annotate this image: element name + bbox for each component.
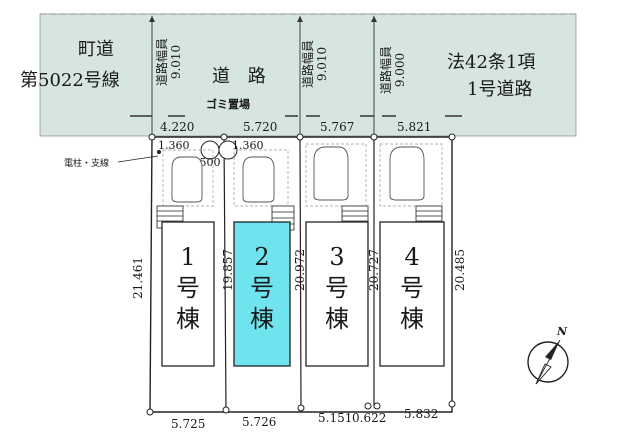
compass-icon: N <box>527 325 569 385</box>
frontage-lot3: 5.767 <box>320 120 354 134</box>
garbage-area-label: ゴミ置場 <box>206 97 250 111</box>
building-label-3: 3 号 棟 <box>325 243 349 333</box>
road-name-left-2: 第5022号線 <box>20 70 120 91</box>
rear-lot2: 5.726 <box>242 415 276 429</box>
depth-lot4: 20.727 <box>367 249 381 291</box>
svg-text:棟: 棟 <box>325 305 349 333</box>
road-name-right-2: 1号道路 <box>467 79 532 100</box>
road-name-right-1: 法42条1項 <box>447 52 535 73</box>
svg-text:道路幅員: 道路幅員 <box>154 38 169 86</box>
frontage-lot1: 4.220 <box>160 120 194 134</box>
road-width-1: 道路幅員 9.010 <box>154 38 183 86</box>
svg-text:9.000: 9.000 <box>393 53 407 87</box>
parking-lot1 <box>162 149 214 207</box>
boundary-markers <box>146 133 456 416</box>
svg-text:道路幅員: 道路幅員 <box>300 40 315 88</box>
depth-lot2: 19.857 <box>221 249 235 291</box>
road-width-2: 道路幅員 9.010 <box>300 40 329 88</box>
frontage-lot2: 5.720 <box>243 120 277 134</box>
building-lot3 <box>305 221 369 367</box>
car-icon <box>313 146 349 201</box>
svg-text:号: 号 <box>325 274 349 302</box>
svg-text:棟: 棟 <box>176 305 200 333</box>
svg-text:棟: 棟 <box>250 305 274 333</box>
svg-text:2: 2 <box>254 243 269 271</box>
parking-lot4 <box>379 143 443 207</box>
svg-text:9.010: 9.010 <box>169 45 183 79</box>
building-lot1 <box>161 221 215 367</box>
rear-lot3b: 0.622 <box>352 411 386 425</box>
utility-pole-leader <box>117 155 159 163</box>
depth-right: 20.485 <box>453 249 467 291</box>
road-name-center: 道 路 <box>212 66 272 87</box>
svg-text:道路幅員: 道路幅員 <box>378 46 393 94</box>
car-icon <box>389 146 425 201</box>
rear-lot1: 5.725 <box>171 417 205 431</box>
frontage-lot4: 5.821 <box>397 120 431 134</box>
road-name-left-1: 町道 <box>78 39 114 60</box>
svg-text:3: 3 <box>329 243 344 271</box>
svg-text:号: 号 <box>250 274 274 302</box>
parking-lot3 <box>305 143 367 207</box>
road-width-3: 道路幅員 9.000 <box>378 46 407 94</box>
svg-text:1: 1 <box>180 243 195 271</box>
compass-north-label: N <box>556 325 568 338</box>
car-icon <box>242 156 275 203</box>
svg-text:棟: 棟 <box>400 305 424 333</box>
svg-text:4: 4 <box>404 243 419 271</box>
sub-dim-right: 1.360 <box>232 139 264 152</box>
building-label-1: 1 号 棟 <box>176 243 200 333</box>
car-icon <box>171 156 203 203</box>
road-width-arrows <box>151 16 375 138</box>
utility-pole-icon <box>157 150 161 154</box>
building-label-2: 2 号 棟 <box>250 243 274 333</box>
parking-lot2 <box>233 149 289 207</box>
utility-pole-label: 電柱・支線 <box>64 157 109 169</box>
building-lot4 <box>379 221 445 367</box>
building-label-4: 4 号 棟 <box>400 243 424 333</box>
lot-dividers <box>223 136 375 411</box>
sub-dim-left: 1.360 <box>158 139 190 152</box>
rear-lot4: 5.832 <box>404 407 438 421</box>
rear-lot3a: 5.151 <box>318 411 352 425</box>
depth-lot3: 20.972 <box>293 249 307 291</box>
svg-text:9.010: 9.010 <box>315 47 329 81</box>
svg-text:号: 号 <box>176 274 200 302</box>
svg-text:号: 号 <box>400 274 424 302</box>
road-width-ticks <box>149 16 377 22</box>
building-lot2 <box>233 221 291 367</box>
depth-lot1: 21.461 <box>131 257 145 299</box>
